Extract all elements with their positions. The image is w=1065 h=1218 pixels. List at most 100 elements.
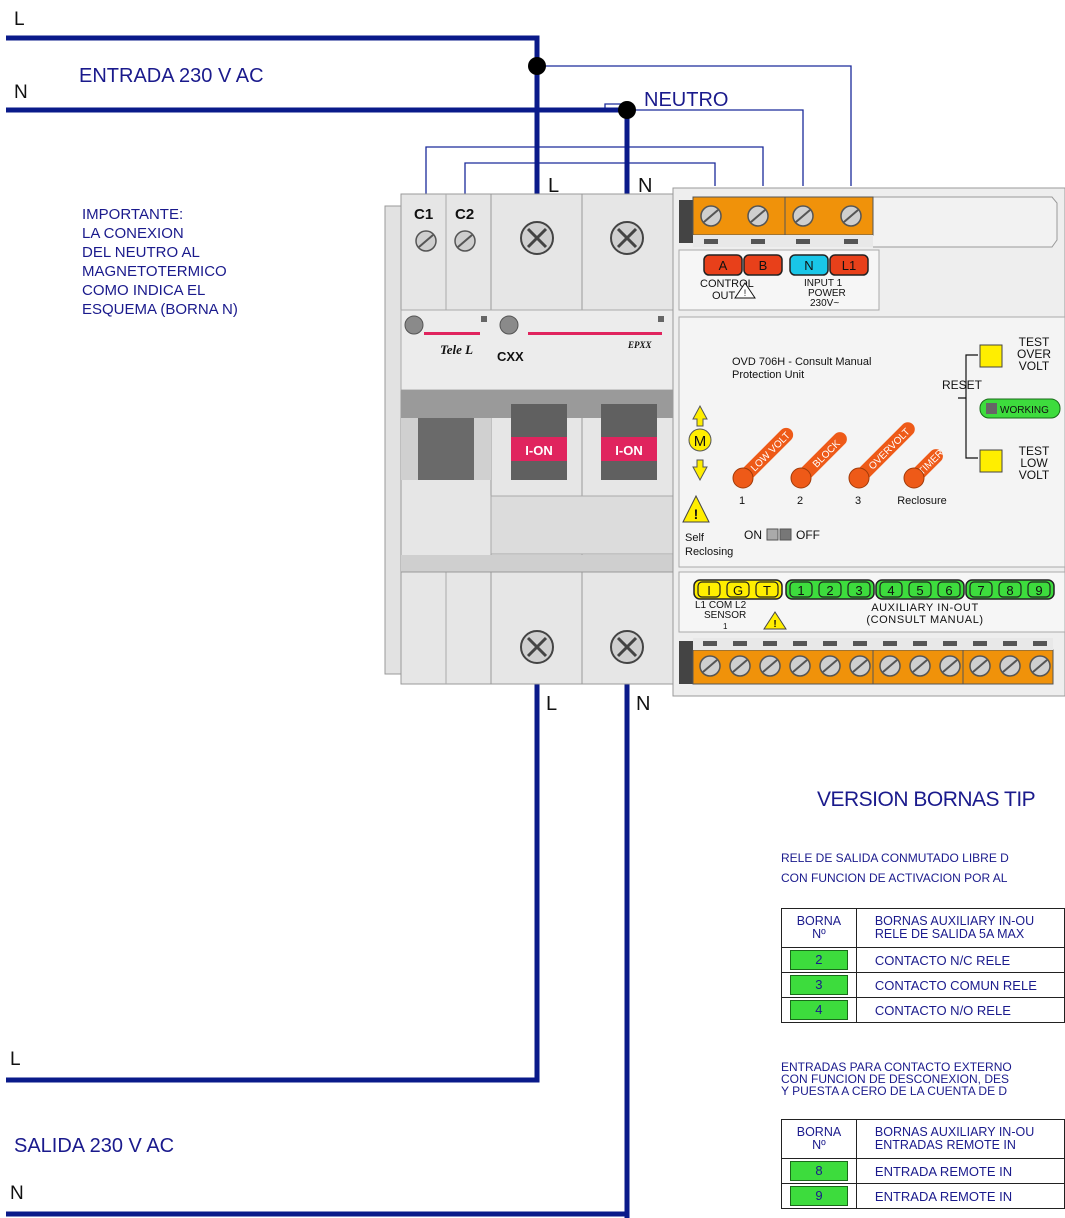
- borna-desc: ENTRADA REMOTE IN: [855, 1158, 1065, 1184]
- terminal-screw-slot: [852, 659, 868, 673]
- breaker-body: [384, 193, 674, 685]
- ion-label-1: I-ON: [525, 443, 552, 458]
- power-screws: [520, 221, 644, 664]
- terminal-screw-slot: [1032, 659, 1048, 673]
- input-title: ENTRADA 230 V AC: [79, 65, 264, 87]
- knob-number: 1: [739, 495, 745, 507]
- aux-badge-label: 5: [916, 583, 923, 598]
- ion-badge-2: [601, 437, 657, 461]
- terminal-tab: [1003, 641, 1017, 646]
- sensor-number: 1: [723, 622, 728, 631]
- table-row: 3 CONTACTO COMUN RELE: [781, 972, 1065, 998]
- motor-icon: [688, 428, 712, 452]
- inputs-para-line-3: Y PUESTA A CERO DE LA CUENTA DE D: [781, 1084, 1008, 1098]
- knob-head: [903, 467, 925, 489]
- aux-badge-label: G: [733, 583, 743, 598]
- terminal-badge: [743, 254, 783, 276]
- out-label: OUT: [712, 290, 736, 302]
- test-low-button[interactable]: [979, 449, 1003, 473]
- aux-badge: [697, 581, 721, 598]
- control-label: CONTROL: [700, 278, 754, 290]
- input-L-label: L: [14, 9, 25, 30]
- terminal-screw-slot: [762, 659, 778, 673]
- aux-badge-label: 6: [945, 583, 952, 598]
- borna-desc: CONTACTO N/C RELE: [855, 947, 1065, 973]
- terminal-screw-slot: [972, 659, 988, 673]
- terminal-tab: [823, 641, 837, 646]
- bottom-terminal-tabs: [703, 641, 1047, 646]
- terminal-screw-slot: [843, 209, 859, 223]
- terminal-tab: [751, 239, 765, 244]
- bottom-N-label: N: [636, 693, 650, 715]
- switch-right[interactable]: [779, 528, 792, 541]
- unit-body: [672, 187, 1065, 697]
- motor-label: M: [694, 433, 707, 450]
- switch-left[interactable]: [766, 528, 779, 541]
- terminal-badge: [789, 254, 829, 276]
- note-line: ESQUEMA (BORNA N): [82, 301, 238, 318]
- aux-badge-label: 8: [1006, 583, 1013, 598]
- test-low-label-3: VOLT: [1019, 468, 1050, 482]
- knob-head: [732, 467, 754, 489]
- table-row: 4 CONTACTO N/O RELE: [781, 997, 1065, 1023]
- working-indicator: [979, 398, 1061, 419]
- relay-para-line-2: CON FUNCION DE ACTIVACION POR AL: [781, 871, 1008, 885]
- aux-label: AUXILIARY IN-OUT: [871, 602, 979, 614]
- aux-badge: [755, 581, 779, 598]
- svg-text:!: !: [744, 288, 747, 298]
- knob-head: [790, 467, 812, 489]
- aux-badge-label: 7: [977, 583, 984, 598]
- reclosing-label: Reclosing: [685, 546, 733, 558]
- on-label: ON: [744, 528, 762, 542]
- relay-paragraph: RELE DE SALIDA CONMUTADO LIBRE D CON FUN…: [781, 851, 1009, 885]
- aux-badge: [847, 581, 871, 598]
- c2-label: C2: [455, 206, 474, 223]
- aux-sub-label: (CONSULT MANUAL): [866, 614, 983, 626]
- output-L-label: L: [10, 1049, 21, 1070]
- input-N-label: N: [14, 82, 28, 103]
- aux-badge: [1027, 581, 1051, 598]
- aux-badge-label: T: [763, 583, 771, 598]
- terminal-tab: [853, 641, 867, 646]
- test-over-label-1: TEST: [1019, 335, 1050, 349]
- terminal-tab: [844, 239, 858, 244]
- terminal-screw-slot: [702, 659, 718, 673]
- aux-badge: [908, 581, 932, 598]
- top-terminal-screws: [700, 205, 862, 227]
- terminal-badge-label: B: [759, 258, 768, 273]
- output-N-label: N: [10, 1183, 24, 1204]
- warning-icon: [682, 494, 710, 523]
- power-label: POWER: [808, 288, 846, 299]
- off-label: OFF: [796, 528, 820, 542]
- knob-number: Reclosure: [897, 495, 947, 507]
- test-over-button[interactable]: [979, 344, 1003, 368]
- aux-badge-label: 4: [887, 583, 894, 598]
- terminal-tab: [703, 641, 717, 646]
- test-low-label-1: TEST: [1019, 444, 1050, 458]
- sensor-pins-label: L1 COM L2: [695, 600, 747, 611]
- terminal-tab: [733, 641, 747, 646]
- aux-badge: [969, 581, 993, 598]
- cxx-label: CXX: [497, 349, 524, 364]
- junction-L: [528, 57, 546, 75]
- important-note: IMPORTANTE: LA CONEXION DEL NEUTRO AL MA…: [82, 205, 302, 319]
- note-line: DEL NEUTRO AL: [82, 244, 200, 261]
- terminal-screw-slot: [792, 659, 808, 673]
- ion-badge-1: [511, 437, 567, 461]
- top-terminal-tabs: [704, 239, 858, 244]
- terminal-tab: [883, 641, 897, 646]
- terminal-tab: [763, 641, 777, 646]
- input-label: INPUT 1: [804, 278, 843, 289]
- terminal-tab: [1033, 641, 1047, 646]
- aux-badge: [998, 581, 1022, 598]
- reset-bracket: [958, 354, 978, 459]
- terminal-tab: [943, 641, 957, 646]
